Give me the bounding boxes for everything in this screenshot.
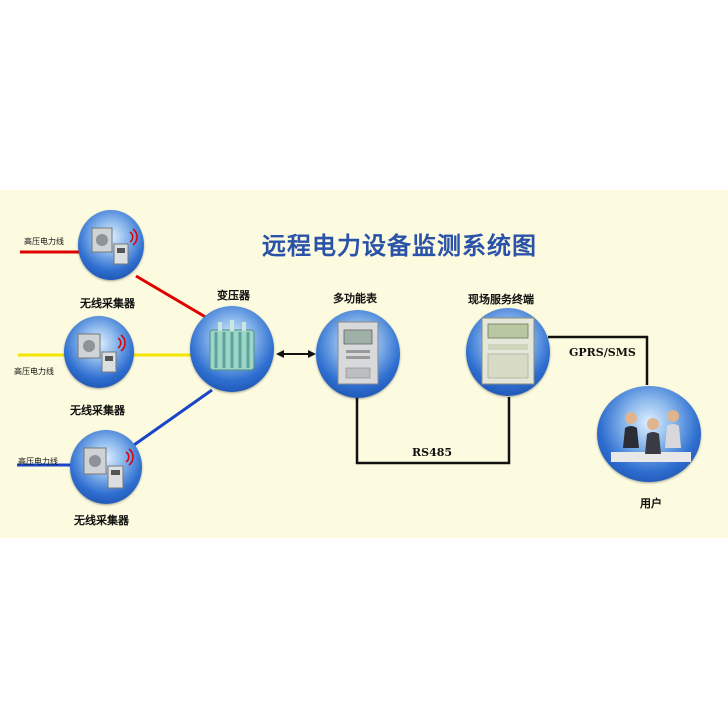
power-line-label-2: 高压电力线	[14, 367, 54, 376]
wireless-collector-icon	[83, 447, 134, 489]
rs485-label: RS485	[412, 446, 453, 459]
transformer-label: 变压器	[217, 289, 250, 302]
meter-label: 多功能表	[333, 292, 377, 305]
gprs-sms-label: GPRS/SMS	[569, 346, 636, 359]
office-users-icon	[611, 410, 691, 462]
collector-label-1: 无线采集器	[80, 297, 135, 310]
transformer-node	[190, 306, 274, 392]
wireless-collector-icon	[77, 333, 126, 373]
field-terminal-icon	[481, 317, 535, 385]
transformer-icon	[209, 320, 255, 371]
arrow-right	[308, 350, 316, 358]
link-collector1-transformer	[135, 274, 215, 324]
meter-node	[316, 310, 400, 398]
collector-node-1	[78, 210, 144, 280]
diagram-title: 远程电力设备监测系统图	[262, 231, 537, 260]
collector-label-3: 无线采集器	[74, 514, 129, 527]
link-gprs	[548, 335, 649, 385]
link-collector3-transformer	[133, 388, 213, 447]
link-rs485	[355, 396, 511, 465]
multifunction-meter-icon	[337, 321, 379, 385]
user-node	[597, 386, 701, 482]
user-label: 用户	[640, 497, 662, 510]
collector-label-2: 无线采集器	[70, 404, 125, 417]
arrow-left	[276, 350, 284, 358]
collector-node-2	[64, 316, 134, 388]
power-line-label-3: 高压电力线	[18, 457, 58, 466]
terminal-label: 现场服务终端	[468, 293, 534, 306]
collector-node-3	[70, 430, 142, 504]
wireless-collector-icon	[91, 227, 138, 265]
power-line-label-1: 高压电力线	[24, 237, 64, 246]
terminal-node	[466, 308, 550, 396]
